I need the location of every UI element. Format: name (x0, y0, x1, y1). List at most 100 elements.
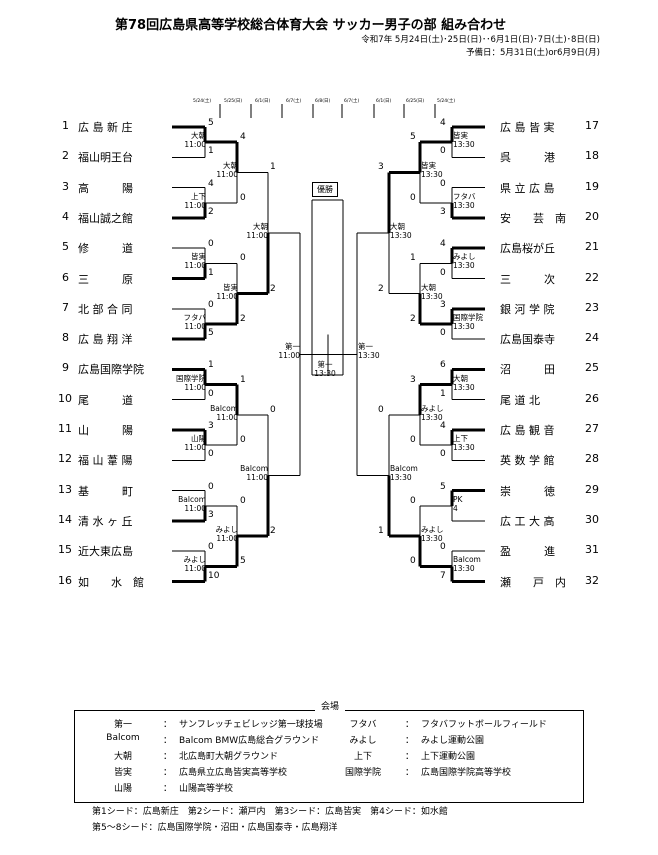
match-venue: 皆実 (453, 131, 468, 141)
match-time: 13:30 (453, 443, 475, 453)
team-number: 30 (585, 512, 599, 526)
venue-colon: ： (163, 720, 173, 730)
team-name: 広 島 翔 洋 (78, 333, 133, 347)
venue-colon: ： (405, 720, 415, 730)
team-number: 17 (585, 119, 599, 132)
team-name: 英 数 学 館 (500, 454, 555, 468)
match-venue: 国際学院 (176, 373, 206, 383)
team-number: 20 (585, 209, 599, 223)
match-venue: 大朝 (453, 373, 468, 383)
match-score: 2 (208, 206, 214, 217)
venue-key: 第一 (113, 720, 132, 730)
match-time: 13:30 (453, 261, 475, 271)
seeds-line-2: 第5～8シード：広島国際学院・沼田・広島国泰寺・広島翔洋 (92, 823, 338, 833)
team-number: 32 (585, 573, 599, 587)
match-score: 1 (240, 374, 246, 385)
venue-key: みよし (349, 736, 377, 746)
match-venue: みよし (421, 525, 444, 535)
match-score: 1 (208, 267, 214, 278)
team-number: 5 (62, 240, 69, 254)
team-name: 広島桜が丘 (500, 242, 555, 256)
team-number: 13 (58, 482, 72, 496)
match-time: 4 (453, 503, 458, 513)
match-time: 13:30 (453, 382, 475, 392)
match-score: 0 (378, 404, 384, 415)
match-venue: 皆実 (223, 282, 238, 292)
match-time: 13:30 (453, 321, 475, 331)
match-time: 13:30 (314, 369, 336, 379)
match-score: 0 (270, 404, 276, 415)
team-number: 28 (585, 452, 599, 466)
match-time: 11:00 (184, 564, 206, 574)
match-score: 4 (240, 132, 246, 143)
team-number: 26 (585, 391, 599, 405)
match-time: 11:00 (184, 261, 206, 271)
match-score: 5 (208, 328, 214, 339)
team-number: 25 (585, 361, 599, 375)
match-time: 11:00 (184, 200, 206, 210)
team-number: 27 (585, 422, 599, 435)
venue-colon: ： (163, 768, 173, 778)
match-venue: 大朝 (390, 222, 405, 232)
bracket-lines (172, 104, 485, 583)
match-score: 1 (208, 146, 214, 157)
match-venue: 第一 (358, 342, 373, 352)
team-name: 県 立 広 島 (500, 181, 555, 195)
team-name: 銀 河 学 院 (500, 302, 555, 316)
team-name: 広 島 新 庄 (78, 121, 133, 134)
match-score: 0 (240, 435, 246, 446)
match-score: 0 (208, 481, 214, 492)
round-date: 5/24(土) (437, 99, 456, 104)
match-score: 1 (378, 526, 384, 537)
team-number: 10 (58, 391, 72, 405)
venue-value: Balcom BMW広島総合グラウンド (179, 736, 320, 746)
match-score: 7 (440, 570, 446, 581)
match-venue: 皆実 (421, 161, 436, 171)
team-name: 福 山 葦 陽 (78, 454, 133, 468)
match-time: 11:00 (278, 351, 300, 361)
match-time: 13:30 (421, 534, 443, 544)
venue-key: 国際学院 (344, 768, 381, 778)
match-venue: 大朝 (191, 131, 206, 141)
match-score: 3 (440, 206, 446, 217)
round-date: 6/7(土) (344, 99, 360, 104)
venue-colon: ： (405, 752, 415, 762)
match-score: 0 (440, 267, 446, 278)
team-name: 福山誠之館 (78, 211, 133, 225)
venue-key: 大朝 (113, 752, 132, 762)
round-date: 6/25(日) (406, 99, 425, 104)
venue-key: 山陽 (113, 784, 132, 794)
team-name: 三 次 (500, 272, 555, 286)
match-venue: 上下 (453, 434, 468, 444)
team-number: 14 (58, 512, 72, 526)
match-venue: 皆実 (191, 252, 206, 262)
match-score: 2 (378, 283, 384, 294)
match-score: 0 (440, 542, 446, 553)
venue-value: フタバフットボールフィールド (421, 720, 547, 730)
match-venue: Balcom (390, 464, 418, 474)
match-time: 13:30 (453, 564, 475, 574)
match-score: 0 (440, 146, 446, 157)
venue-value: サンフレッチェビレッジ第一球技場 (179, 720, 323, 730)
team-name: 広 島 皆 実 (500, 121, 555, 134)
match-score: 0 (440, 328, 446, 339)
page-title: 第78回広島県高等学校総合体育大会 サッカー男子の部 組み合わせ (115, 18, 507, 33)
match-venue: みよし (215, 525, 239, 535)
team-number: 4 (62, 209, 69, 223)
match-score: 3 (410, 374, 416, 385)
match-time: 11:00 (246, 231, 268, 241)
team-name: 山 陽 (78, 424, 133, 437)
team-number: 21 (585, 240, 599, 254)
team-number: 3 (62, 179, 69, 193)
match-time: 13:30 (453, 200, 475, 210)
match-time: 13:30 (453, 140, 475, 150)
match-score: 0 (240, 253, 246, 264)
